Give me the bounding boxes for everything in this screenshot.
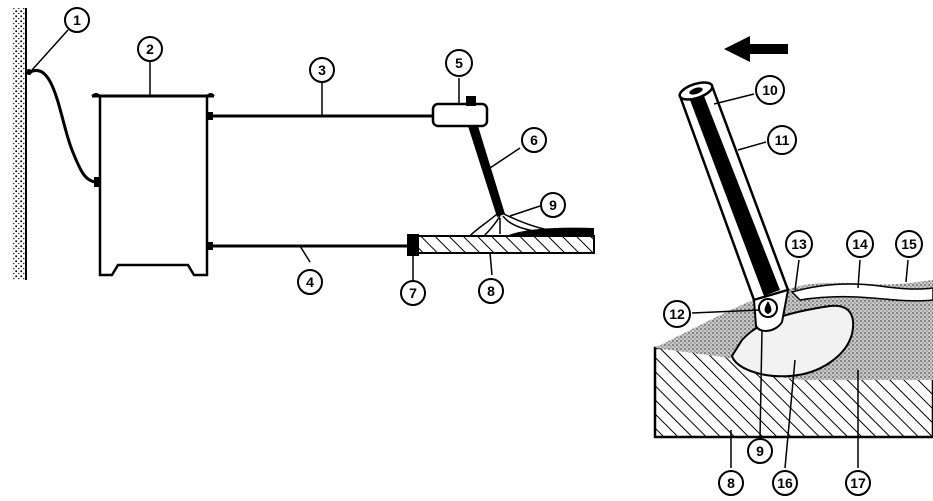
- callout-15: 15: [901, 236, 917, 252]
- callout-1: 1: [73, 12, 81, 28]
- callout-7: 7: [409, 285, 417, 301]
- power-source: [91, 93, 215, 277]
- leader-lines: [31, 29, 541, 280]
- callout-16: 16: [777, 475, 793, 491]
- slag-layer: [790, 283, 933, 302]
- wall: [12, 8, 26, 280]
- callout-10: 10: [762, 82, 778, 98]
- electrode-holder: [431, 96, 489, 128]
- droplet-icon: [758, 298, 778, 318]
- leader-lines-right: [691, 93, 909, 469]
- circuit-diagram: [12, 8, 595, 280]
- callout-8: 8: [487, 283, 495, 299]
- callout-12: 12: [669, 306, 685, 322]
- arc: [469, 213, 549, 237]
- workpiece: [417, 235, 595, 254]
- callout-4: 4: [306, 274, 314, 290]
- mains-cable: [29, 68, 98, 184]
- electrode: [468, 126, 505, 217]
- callout-13: 13: [791, 236, 807, 252]
- callout-6: 6: [530, 132, 538, 148]
- callout-3: 3: [318, 62, 326, 78]
- callout-5: 5: [455, 55, 463, 71]
- callout-8b: 8: [727, 475, 735, 491]
- callout-11: 11: [775, 132, 790, 148]
- callout-9: 9: [549, 197, 557, 213]
- arrow-left-icon: [724, 36, 788, 62]
- callout-14: 14: [852, 236, 868, 252]
- callouts: [64, 7, 923, 496]
- weld-detail: [653, 36, 933, 469]
- molten-pool: [730, 304, 855, 378]
- callout-2: 2: [146, 41, 154, 57]
- work-clamp: [407, 234, 419, 256]
- callout-9b: 9: [756, 443, 764, 459]
- electrode-rod: [678, 81, 790, 332]
- callout-17: 17: [850, 475, 866, 491]
